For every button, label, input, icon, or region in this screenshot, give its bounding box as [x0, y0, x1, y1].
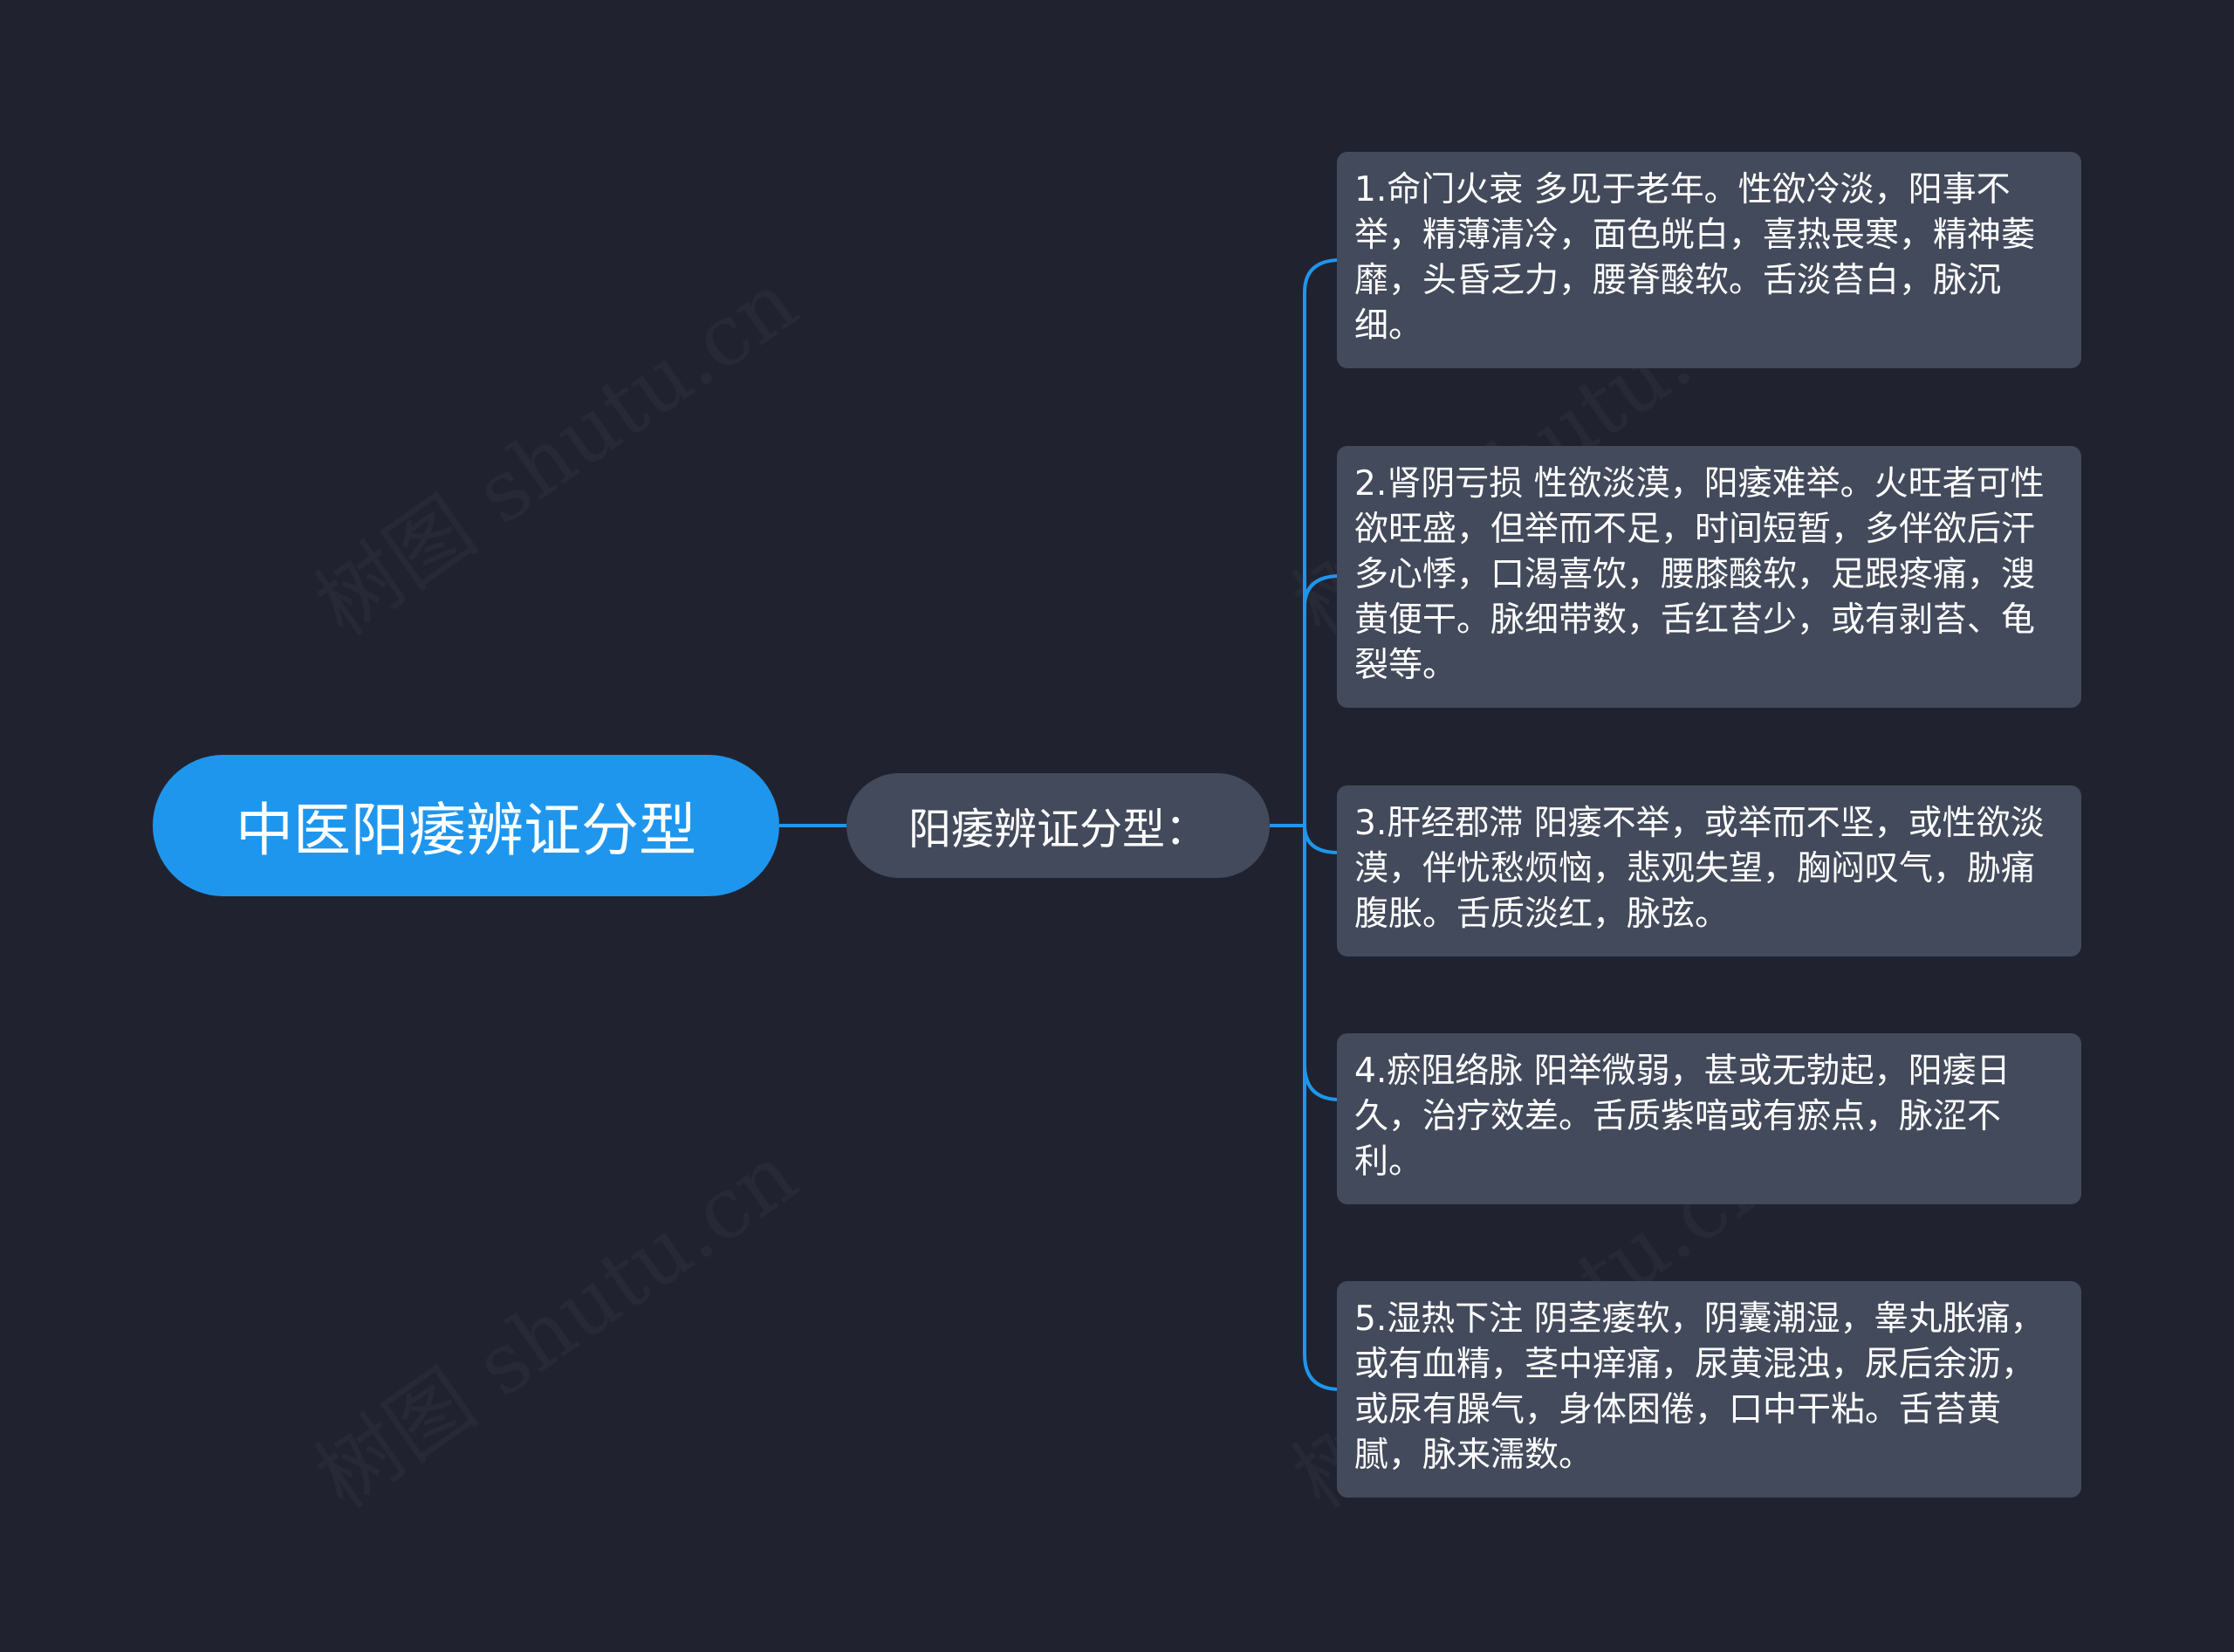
leaf-node-text: 3.肝经郡滞 阳痿不举，或举而不坚，或性欲淡漠，伴忧愁烦恼，悲观失望，胸闷叹气，…: [1354, 804, 2045, 934]
leaf-node-text: 2.肾阴亏损 性欲淡漠，阳痿难举。火旺者可性欲旺盛，但举而不足，时间短暂，多伴欲…: [1354, 464, 2045, 685]
branch-node[interactable]: 阳痿辨证分型：: [846, 773, 1270, 878]
root-node-label: 中医阳痿辨证分型: [236, 797, 696, 864]
branch-node-label: 阳痿辨证分型：: [908, 804, 1208, 854]
leaf-connector-2: [1303, 574, 1338, 826]
leaf-node-3[interactable]: 3.肝经郡滞 阳痿不举，或举而不坚，或性欲淡漠，伴忧愁烦恼，悲观失望，胸闷叹气，…: [1337, 785, 2081, 956]
root-node[interactable]: 中医阳痿辨证分型: [153, 755, 779, 896]
leaf-node-2[interactable]: 2.肾阴亏损 性欲淡漠，阳痿难举。火旺者可性欲旺盛，但举而不足，时间短暂，多伴欲…: [1337, 446, 2081, 708]
leaf-node-4[interactable]: 4.瘀阻络脉 阳举微弱，甚或无勃起，阳痿日久，治疗效差。舌质紫喑或有瘀点，脉涩不…: [1337, 1033, 2081, 1204]
leaf-connector-5: [1303, 826, 1338, 1391]
leaf-node-text: 5.湿热下注 阴茎痿软，阴囊潮湿，睾丸胀痛，或有血精，茎中痒痛，尿黄混浊，尿后余…: [1354, 1299, 2045, 1475]
leaf-node-text: 1.命门火衰 多见于老年。性欲冷淡，阳事不举，精薄清冷，面色㿠白，喜热畏寒，精神…: [1354, 170, 2036, 346]
leaf-connector-3: [1303, 825, 1338, 854]
leaf-connector-1: [1303, 258, 1338, 826]
leaf-node-5[interactable]: 5.湿热下注 阴茎痿软，阴囊潮湿，睾丸胀痛，或有血精，茎中痒痛，尿黄混浊，尿后余…: [1337, 1281, 2081, 1498]
leaf-node-1[interactable]: 1.命门火衰 多见于老年。性欲冷淡，阳事不举，精薄清冷，面色㿠白，喜热畏寒，精神…: [1337, 152, 2081, 368]
leaf-connector-4: [1303, 826, 1338, 1101]
leaf-node-text: 4.瘀阻络脉 阳举微弱，甚或无勃起，阳痿日久，治疗效差。舌质紫喑或有瘀点，脉涩不…: [1354, 1052, 2011, 1182]
